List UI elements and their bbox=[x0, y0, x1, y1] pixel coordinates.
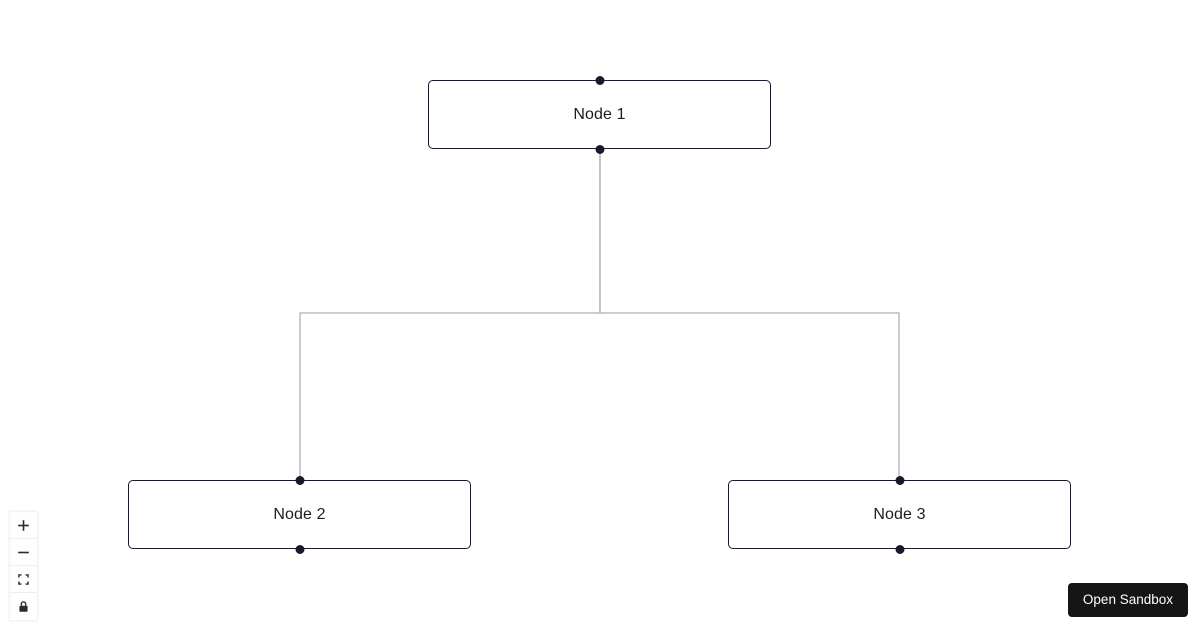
flow-node-3[interactable]: Node 3 bbox=[728, 475, 1071, 554]
flow-node-2[interactable]: Node 2 bbox=[128, 475, 471, 554]
target-handle-top[interactable] bbox=[595, 75, 604, 85]
open-sandbox-button[interactable]: Open Sandbox bbox=[1067, 582, 1188, 617]
lock-icon bbox=[17, 600, 30, 613]
flow-node-label: Node 2 bbox=[273, 505, 326, 523]
source-handle-bottom[interactable] bbox=[895, 544, 904, 554]
fit-view-button[interactable] bbox=[10, 566, 37, 593]
plus-icon bbox=[17, 519, 30, 532]
fit-view-icon bbox=[17, 573, 30, 586]
target-handle-top[interactable] bbox=[895, 475, 904, 485]
edge-node1-node3[interactable] bbox=[599, 149, 900, 480]
source-handle-bottom[interactable] bbox=[295, 544, 304, 554]
zoom-in-button[interactable] bbox=[10, 512, 37, 539]
flow-controls-panel[interactable] bbox=[10, 512, 37, 620]
flow-node-1[interactable]: Node 1 bbox=[428, 75, 771, 154]
flow-node-label: Node 3 bbox=[873, 505, 926, 523]
edge-node1-node2[interactable] bbox=[299, 149, 601, 480]
zoom-out-button[interactable] bbox=[10, 539, 37, 566]
flow-node-label: Node 1 bbox=[573, 105, 626, 123]
toggle-interactivity-button[interactable] bbox=[10, 593, 37, 620]
target-handle-top[interactable] bbox=[295, 475, 304, 485]
source-handle-bottom[interactable] bbox=[595, 144, 604, 154]
minus-icon bbox=[17, 546, 30, 559]
